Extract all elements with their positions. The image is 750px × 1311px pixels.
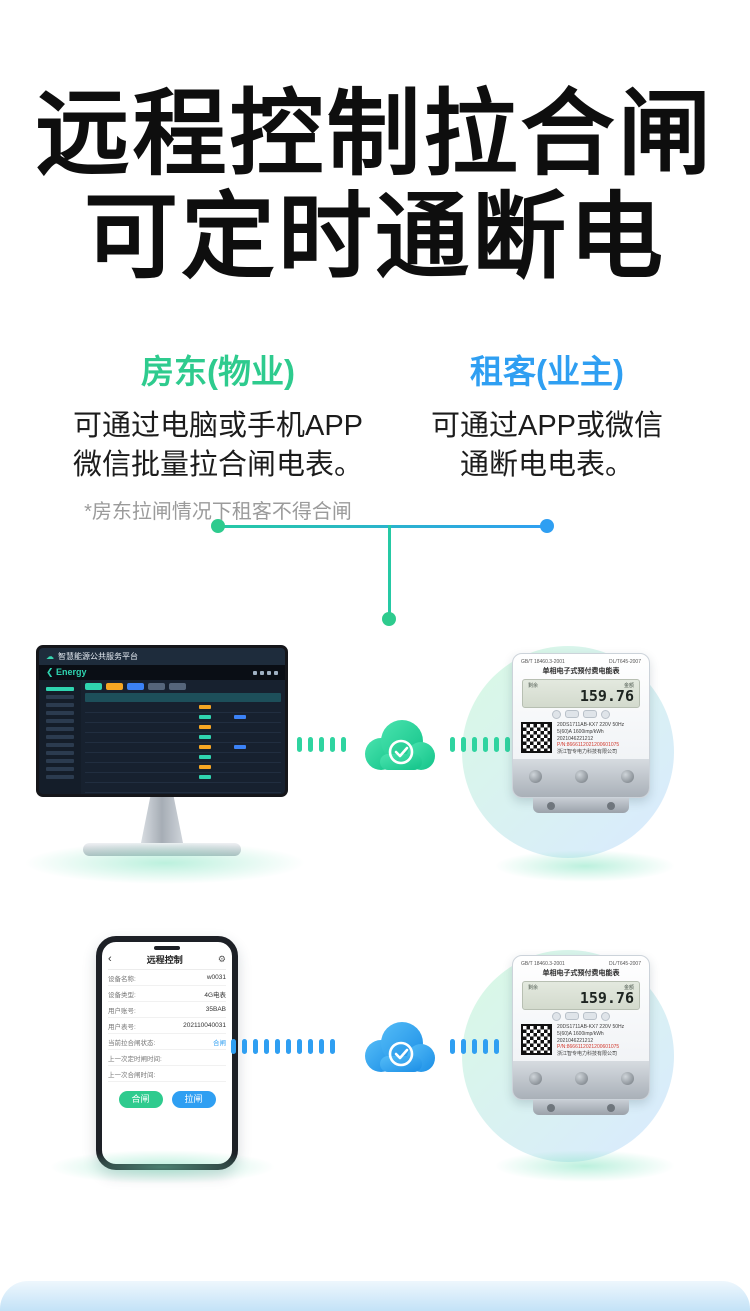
meter-standards: GB/T 18460.3-2001 DL/T645-2007 (521, 659, 641, 665)
cloud-shield-icon-blue (357, 1016, 443, 1078)
energy-logo: ❮ Energy (46, 667, 87, 677)
monitor-stand (141, 797, 183, 843)
table-row (85, 723, 281, 733)
connector-dot-bottom (382, 612, 396, 626)
meter-mount-bracket (533, 797, 629, 813)
form-row-switch-status: 当前拉合闸状态: 合闸 (108, 1034, 226, 1050)
meter-terminal-cover (513, 1060, 649, 1099)
landlord-section: 房东(物业) 可通过电脑或手机APP 微信批量拉合闸电表。 *房东拉闸情况下租客… (53, 345, 383, 524)
smart-meter-top: GB/T 18460.3-2001 DL/T645-2007 单相电子式预付费电… (512, 653, 650, 813)
meter-terminal-cover (513, 758, 649, 797)
cloud-logo-icon: ☁ (46, 652, 54, 661)
title-line-1: 远程控制拉合闸 (35, 81, 715, 186)
tenant-section: 租客(业主) 可通过APP或微信 通断电电表。 (382, 345, 712, 485)
meter-qr-code (521, 1024, 552, 1055)
meter-brand: 浙江智专电力科技有限公司 (557, 749, 618, 755)
dashboard-menubar: ❮ Energy (39, 665, 285, 680)
monitor-shadow (25, 842, 305, 884)
meter-specs: 20DS1711AB-KX7 220V 50Hz 5(60)A 1600imp/… (557, 722, 625, 755)
dashboard-titlebar: ☁ 智慧能源公共服务平台 (39, 648, 285, 665)
smart-meter-bottom: GB/T 18460.3-2001 DL/T645-2007 单相电子式预付费电… (512, 955, 650, 1115)
dotted-link-right-top (450, 737, 510, 752)
meter-lcd-display: 剩余 金额 159.76 (522, 981, 640, 1010)
meter-name: 单相电子式预付费电能表 (542, 668, 620, 675)
meter-part-number: P/N:8666112021200601075 (557, 742, 620, 749)
meter-buttons (513, 710, 649, 719)
back-icon[interactable]: ‹ (108, 953, 112, 965)
app-header: ‹ 远程控制 ⚙ (108, 953, 226, 970)
dashboard-screen: ☁ 智慧能源公共服务平台 ❮ Energy (36, 645, 288, 797)
form-row-last-on: 上一次合闸时间: (108, 1066, 226, 1082)
page-title: 远程控制拉合闸 可定时通断电 (0, 82, 750, 289)
meter-shadow-top (495, 850, 675, 882)
tenant-text-line1: 可通过APP或微信 (430, 410, 664, 442)
dashboard-table-area (81, 680, 285, 794)
landlord-heading: 房东(物业) (141, 353, 295, 390)
landlord-note: *房东拉闸情况下租客不得合闸 (84, 501, 352, 524)
bottom-gradient-strip (0, 1281, 750, 1311)
form-row-device-name: 设备名称: w0031 (108, 970, 226, 986)
meter-qr-code (521, 722, 552, 753)
cloud-shield-icon-green (357, 714, 443, 776)
dashboard-sidebar (39, 680, 81, 794)
tenant-text-line2: 通断电电表。 (459, 449, 634, 482)
dashboard-toolbar-icons (253, 670, 278, 675)
dashboard-table-header (85, 693, 281, 702)
connector-vertical-line (388, 525, 391, 617)
title-line-2: 可定时通断电 (83, 184, 666, 290)
close-switch-button[interactable]: 合闸 (118, 1091, 163, 1108)
meter-part-number: P/N:8666112021200601075 (557, 1044, 620, 1051)
table-row (85, 743, 281, 753)
form-row-user-account: 用户账号: 35BAB (108, 1002, 226, 1018)
dotted-link-left-bottom (231, 1039, 335, 1054)
meter-buttons (513, 1012, 649, 1021)
phone-notch (154, 946, 180, 950)
table-row (85, 783, 281, 793)
meter-lcd-display: 剩余 金额 159.76 (522, 679, 640, 708)
tenant-heading: 租客(业主) (470, 353, 624, 390)
landlord-text-line1: 可通过电脑或手机APP (72, 410, 364, 442)
dotted-link-left-top (297, 737, 346, 752)
meter-standards: GB/T 18460.3-2001 DL/T645-2007 (521, 961, 641, 967)
connector-horizontal-line (218, 525, 548, 528)
table-row (85, 713, 281, 723)
meter-specs: 20DS1711AB-KX7 220V 50Hz 5(60)A 1600imp/… (557, 1024, 625, 1057)
meter-name: 单相电子式预付费电能表 (542, 970, 620, 977)
smartphone: ‹ 远程控制 ⚙ 设备名称: w0031 设备类型: 4G电表 用户账号: 35… (96, 936, 238, 1170)
form-row-last-timed-off: 上一次定时闸时间: (108, 1050, 226, 1066)
form-row-device-type: 设备类型: 4G电表 (108, 986, 226, 1002)
desktop-monitor: ☁ 智慧能源公共服务平台 ❮ Energy (36, 645, 288, 856)
meter-lcd-value: 159.76 (579, 687, 634, 705)
meter-mount-bracket (533, 1099, 629, 1115)
dashboard-window-title: 智慧能源公共服务平台 (58, 652, 138, 661)
landlord-text-line2: 微信批量拉合闸电表。 (72, 449, 363, 482)
connector-dot-right (540, 519, 554, 533)
table-row (85, 703, 281, 713)
dotted-link-right-bottom (450, 1039, 499, 1054)
dashboard-action-buttons[interactable] (85, 683, 281, 690)
table-row (85, 733, 281, 743)
connector-dot-left (211, 519, 225, 533)
meter-lcd-value: 159.76 (579, 989, 634, 1007)
meter-shadow-bottom (495, 1150, 675, 1182)
open-switch-button[interactable]: 拉闸 (171, 1091, 216, 1108)
phone-shadow (50, 1150, 275, 1184)
table-row (85, 753, 281, 763)
table-row (85, 773, 281, 783)
gear-icon[interactable]: ⚙ (217, 954, 226, 964)
table-row (85, 763, 281, 773)
meter-brand: 浙江智专电力科技有限公司 (557, 1051, 618, 1057)
app-title: 远程控制 (146, 955, 183, 965)
form-row-meter-number: 用户表号: 202110040031 (108, 1018, 226, 1034)
